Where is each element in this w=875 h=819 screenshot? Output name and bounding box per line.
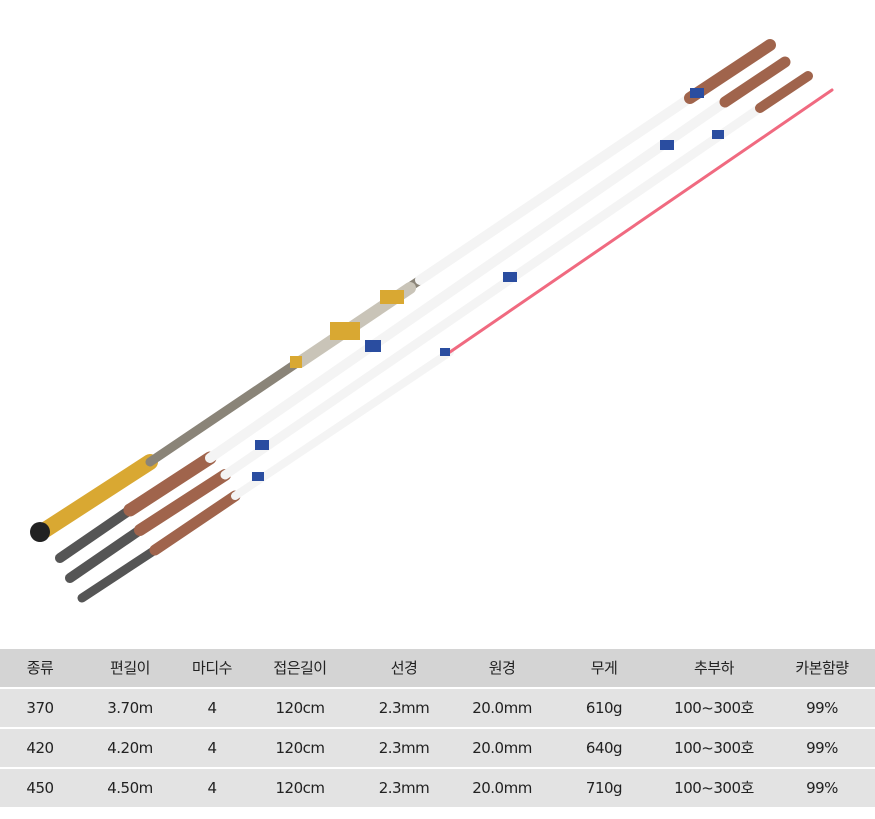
rod-4-grip: [149, 490, 241, 556]
cell: 20.0mm: [472, 699, 532, 717]
rod-3-blank: [220, 103, 765, 480]
header-cell: 카본함량: [795, 659, 849, 677]
table-row: 450 4.50m 4 120cm 2.3mm 20.0mm 710g 100~…: [0, 769, 875, 807]
rod-3-grip: [755, 71, 813, 113]
cell: 120cm: [275, 739, 326, 757]
cell: 100~300호: [674, 739, 754, 757]
rod-3-grip-low: [134, 469, 231, 536]
header-cell: 원경: [488, 659, 516, 677]
rod-4-butt: [77, 545, 160, 603]
cell: 4: [207, 779, 217, 797]
rod-4-blank: [231, 348, 454, 500]
cell: 99%: [806, 779, 838, 797]
rod-2-grip: [719, 56, 791, 108]
cell: 20.0mm: [472, 739, 532, 757]
rod-1-upper: [415, 93, 695, 285]
cell: 610g: [585, 699, 623, 717]
cell: 710g: [585, 779, 623, 797]
cell: 2.3mm: [378, 779, 430, 797]
rod-2-blank: [205, 97, 730, 463]
table-row: 370 3.70m 4 120cm 2.3mm 20.0mm 610g 100~…: [0, 689, 875, 727]
cell: 420: [26, 739, 54, 757]
rod-1-butt: [37, 454, 158, 538]
cell: 4: [207, 739, 217, 757]
rod-4-tip: [448, 88, 834, 354]
cell: 3.70m: [107, 699, 153, 717]
header-cell: 종류: [26, 659, 54, 677]
cell: 2.3mm: [378, 699, 430, 717]
product-photo-fishing-rods: [30, 39, 834, 603]
cell: 2.3mm: [378, 739, 430, 757]
cell: 450: [26, 779, 54, 797]
cell: 4.50m: [107, 779, 153, 797]
cell: 640g: [585, 739, 623, 757]
header-cell: 추부하: [694, 659, 734, 677]
header-cell: 마디수: [192, 659, 232, 677]
header-cell: 선경: [390, 659, 418, 677]
table-row: 420 4.20m 4 120cm 2.3mm 20.0mm 640g 100~…: [0, 729, 875, 767]
cell: 99%: [806, 699, 838, 717]
rod-2-grip-low: [123, 451, 217, 517]
header-cell: 편길이: [110, 659, 150, 677]
cell: 120cm: [275, 699, 326, 717]
cell: 4.20m: [107, 739, 153, 757]
cell: 4: [207, 699, 217, 717]
cell: 100~300호: [674, 779, 754, 797]
rod-3-butt: [65, 525, 145, 583]
cell: 99%: [806, 739, 838, 757]
rod-2-butt: [55, 505, 135, 563]
cell: 120cm: [275, 779, 326, 797]
header-cell: 무게: [590, 659, 618, 677]
cell: 20.0mm: [472, 779, 532, 797]
header-cell: 접은길이: [273, 659, 327, 677]
spec-table-header: 종류 편길이 마디수 접은길이 선경 원경 무게 추부하 카본함량: [0, 649, 875, 687]
cell: 370: [26, 699, 54, 717]
cell: 100~300호: [674, 699, 754, 717]
